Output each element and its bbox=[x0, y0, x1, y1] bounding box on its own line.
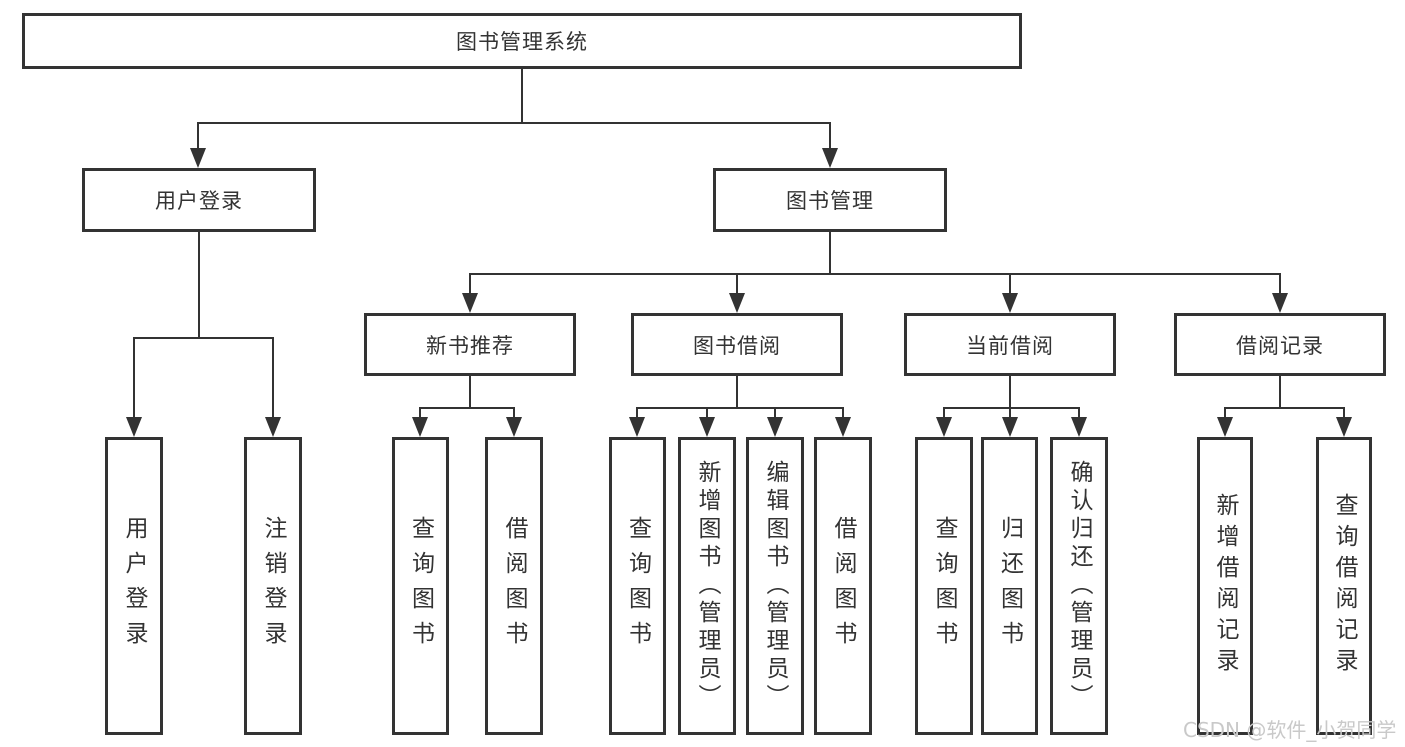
connector-line bbox=[943, 407, 945, 419]
leaf-borrow-edit-book-admin: 编辑图书（管理员） bbox=[746, 437, 804, 735]
connector-line bbox=[637, 407, 844, 409]
node-root: 图书管理系统 bbox=[22, 13, 1022, 69]
connector-line bbox=[469, 273, 471, 295]
arrow-down-icon bbox=[767, 417, 783, 437]
arrow-down-icon bbox=[835, 417, 851, 437]
leaf-add-borrow-record-label: 新增借阅记录 bbox=[1212, 493, 1238, 679]
node-book-management-label: 图书管理 bbox=[786, 189, 874, 213]
node-root-label: 图书管理系统 bbox=[456, 30, 588, 54]
connector-line bbox=[513, 407, 515, 419]
connector-line bbox=[1009, 407, 1011, 419]
leaf-query-borrow-record-label: 查询借阅记录 bbox=[1331, 493, 1357, 679]
arrow-down-icon bbox=[462, 293, 478, 313]
connector-line bbox=[419, 407, 421, 419]
connector-line bbox=[198, 122, 831, 124]
connector-line bbox=[134, 337, 274, 339]
connector-line bbox=[1279, 273, 1281, 295]
connector-line bbox=[1009, 376, 1011, 407]
node-current-borrow-label: 当前借阅 bbox=[966, 333, 1054, 358]
node-book-management: 图书管理 bbox=[713, 168, 947, 232]
connector-line bbox=[736, 273, 738, 295]
connector-line bbox=[133, 337, 135, 417]
leaf-recommend-query-book-label: 查询图书 bbox=[407, 516, 434, 656]
connector-line bbox=[1225, 407, 1345, 409]
connector-line bbox=[829, 122, 831, 150]
connector-line bbox=[470, 273, 1281, 275]
leaf-current-return-book: 归还图书 bbox=[981, 437, 1038, 735]
connector-line bbox=[197, 122, 199, 150]
arrow-down-icon bbox=[629, 417, 645, 437]
leaf-query-borrow-record: 查询借阅记录 bbox=[1316, 437, 1372, 735]
node-borrow-records-label: 借阅记录 bbox=[1236, 333, 1324, 358]
arrow-down-icon bbox=[412, 417, 428, 437]
leaf-current-confirm-return-admin: 确认归还（管理员） bbox=[1050, 437, 1108, 735]
leaf-borrow-add-book-admin-label: 新增图书（管理员） bbox=[694, 460, 720, 712]
arrow-down-icon bbox=[1336, 417, 1352, 437]
node-borrow-records: 借阅记录 bbox=[1174, 313, 1386, 376]
connector-line bbox=[829, 232, 831, 273]
node-book-borrow-label: 图书借阅 bbox=[693, 333, 781, 358]
arrow-down-icon bbox=[1272, 293, 1288, 313]
leaf-recommend-borrow-book-label: 借阅图书 bbox=[501, 516, 527, 656]
leaf-borrow-query-book-label: 查询图书 bbox=[624, 516, 651, 656]
leaf-borrow-query-book: 查询图书 bbox=[609, 437, 666, 735]
leaf-logout-label: 注销登录 bbox=[260, 516, 286, 656]
arrow-down-icon bbox=[190, 148, 206, 168]
arrow-down-icon bbox=[126, 417, 142, 437]
connector-line bbox=[1279, 376, 1281, 407]
connector-line bbox=[774, 407, 776, 419]
leaf-current-query-book: 查询图书 bbox=[915, 437, 973, 735]
arrow-down-icon bbox=[1071, 417, 1087, 437]
node-user-login-label: 用户登录 bbox=[155, 189, 243, 213]
csdn-watermark: CSDN @软件_小贺同学 bbox=[1183, 718, 1397, 742]
leaf-user-login: 用户登录 bbox=[105, 437, 163, 735]
leaf-logout: 注销登录 bbox=[244, 437, 302, 735]
node-new-book-recommend: 新书推荐 bbox=[364, 313, 576, 376]
arrow-down-icon bbox=[822, 148, 838, 168]
connector-line bbox=[1078, 407, 1080, 419]
connector-line bbox=[944, 407, 1080, 409]
connector-line bbox=[420, 407, 515, 409]
arrow-down-icon bbox=[729, 293, 745, 313]
arrow-down-icon bbox=[506, 417, 522, 437]
leaf-current-return-book-label: 归还图书 bbox=[996, 516, 1023, 656]
connector-line bbox=[842, 407, 844, 419]
arrow-down-icon bbox=[1217, 417, 1233, 437]
leaf-user-login-label: 用户登录 bbox=[121, 516, 147, 656]
arrow-down-icon bbox=[265, 417, 281, 437]
connector-line bbox=[736, 376, 738, 407]
leaf-current-query-book-label: 查询图书 bbox=[931, 516, 957, 656]
arrow-down-icon bbox=[1002, 293, 1018, 313]
leaf-add-borrow-record: 新增借阅记录 bbox=[1197, 437, 1253, 735]
node-user-login: 用户登录 bbox=[82, 168, 316, 232]
node-new-book-recommend-label: 新书推荐 bbox=[426, 333, 514, 358]
connector-line bbox=[706, 407, 708, 419]
connector-line bbox=[1009, 273, 1011, 295]
node-current-borrow: 当前借阅 bbox=[904, 313, 1116, 376]
connector-line bbox=[636, 407, 638, 419]
connector-line bbox=[198, 232, 200, 337]
arrow-down-icon bbox=[936, 417, 952, 437]
leaf-borrow-edit-book-admin-label: 编辑图书（管理员） bbox=[762, 460, 788, 712]
connector-line bbox=[1224, 407, 1226, 419]
leaf-recommend-borrow-book: 借阅图书 bbox=[485, 437, 543, 735]
leaf-borrow-borrow-book: 借阅图书 bbox=[814, 437, 872, 735]
node-book-borrow: 图书借阅 bbox=[631, 313, 843, 376]
connector-line bbox=[469, 376, 471, 407]
leaf-recommend-query-book: 查询图书 bbox=[392, 437, 449, 735]
leaf-borrow-add-book-admin: 新增图书（管理员） bbox=[678, 437, 736, 735]
connector-line bbox=[1343, 407, 1345, 419]
connector-line bbox=[272, 337, 274, 417]
leaf-current-confirm-return-admin-label: 确认归还（管理员） bbox=[1066, 460, 1092, 712]
leaf-borrow-borrow-book-label: 借阅图书 bbox=[830, 516, 856, 656]
connector-line bbox=[521, 69, 523, 122]
arrow-down-icon bbox=[699, 417, 715, 437]
arrow-down-icon bbox=[1002, 417, 1018, 437]
